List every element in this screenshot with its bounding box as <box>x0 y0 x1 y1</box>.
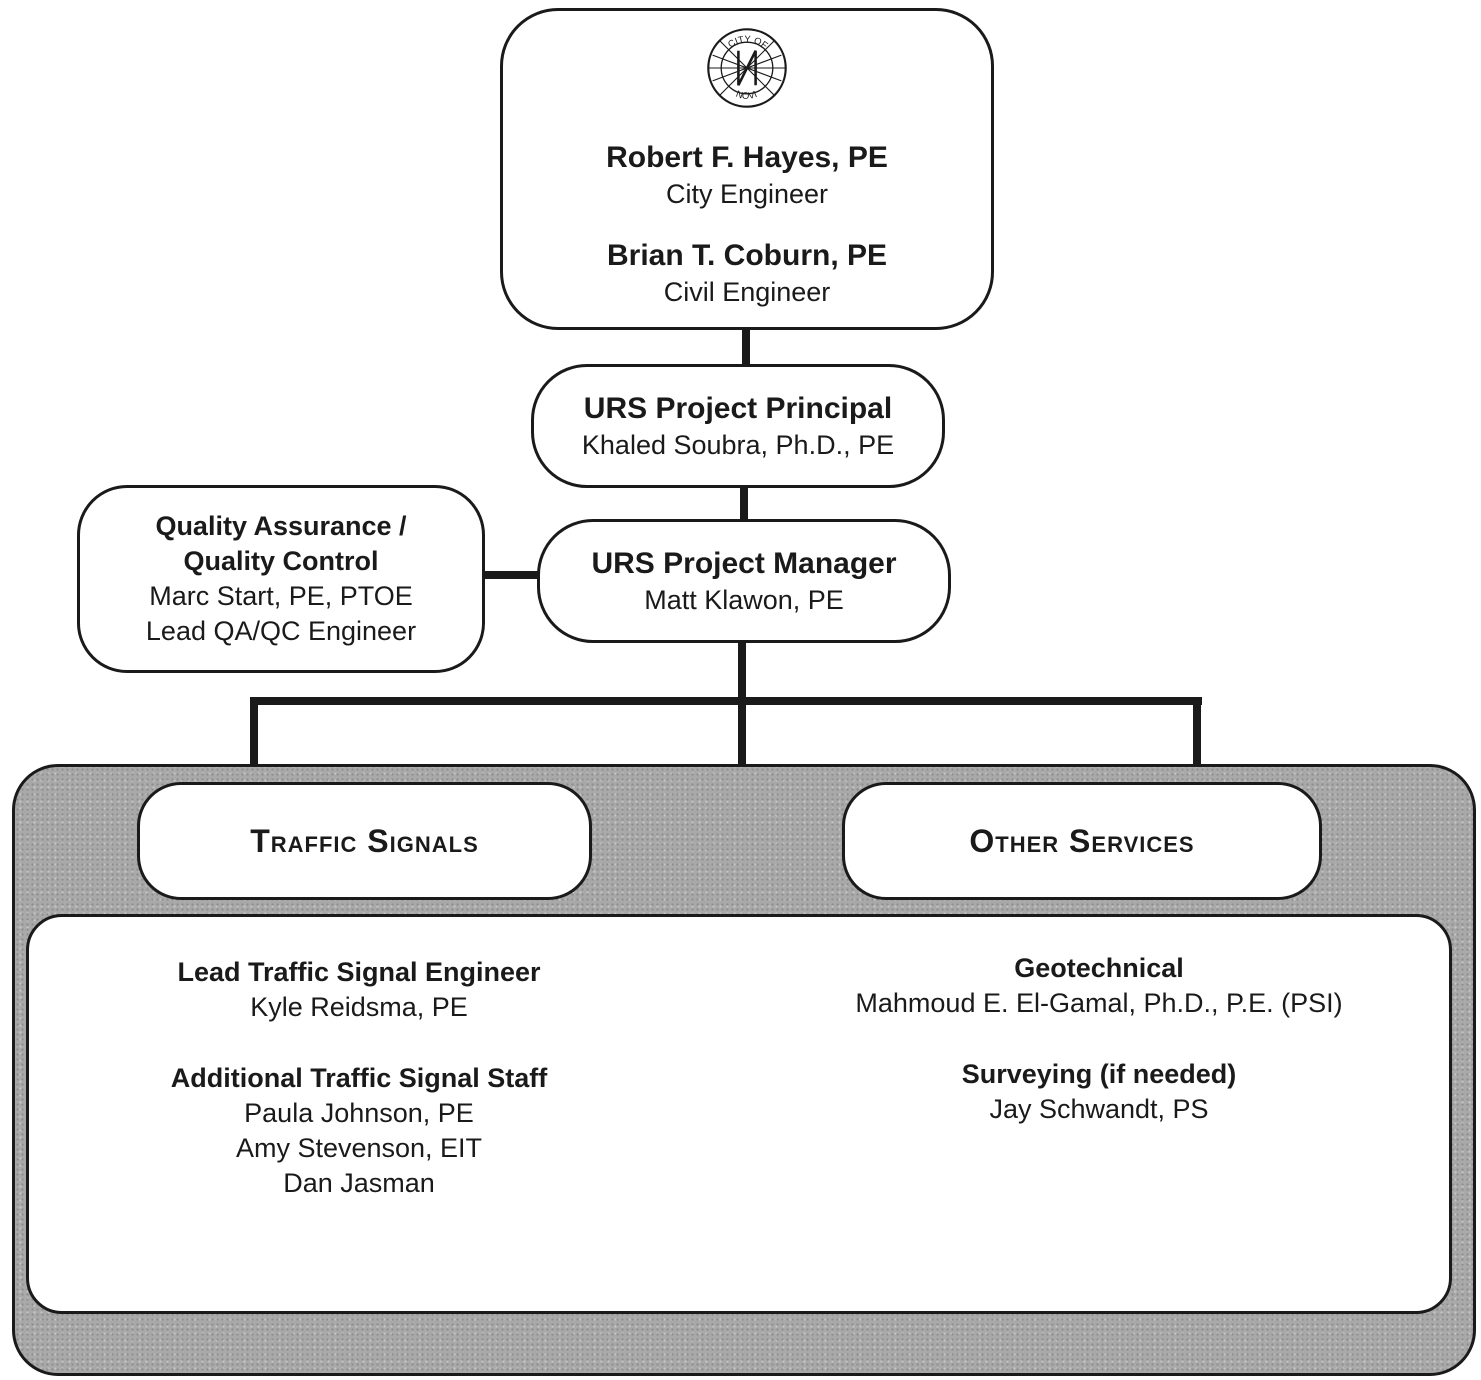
qa-qc-box: Quality Assurance / Quality Control Marc… <box>77 485 485 673</box>
city-engineer-box: CITY OF NOVI Robert F. Hayes, PE City En… <box>500 8 994 330</box>
other-services-column: Geotechnical Mahmoud E. El-Gamal, Ph.D.,… <box>799 951 1399 1127</box>
staff-title: Additional Traffic Signal Staff <box>170 1063 548 1093</box>
surveying-name: Jay Schwandt, PS <box>989 1094 1209 1124</box>
city-seal-icon: CITY OF NOVI <box>707 28 787 108</box>
person-role: City Engineer <box>665 179 829 209</box>
principal-name: Khaled Soubra, Ph.D., PE <box>581 430 895 460</box>
lead-engineer-name: Kyle Reidsma, PE <box>250 992 468 1022</box>
traffic-signals-header-label: Traffic Signals <box>250 822 479 859</box>
qa-title-line: Quality Control <box>183 546 379 576</box>
person-name: Robert F. Hayes, PE <box>606 141 888 174</box>
lead-engineer-title: Lead Traffic Signal Engineer <box>177 957 541 987</box>
svg-text:CITY OF: CITY OF <box>726 34 769 51</box>
geotechnical-name: Mahmoud E. El-Gamal, Ph.D., P.E. (PSI) <box>855 988 1343 1018</box>
services-content-box: Lead Traffic Signal Engineer Kyle Reidsm… <box>26 914 1452 1314</box>
geotechnical-title: Geotechnical <box>1014 953 1184 983</box>
svg-text:NOVI: NOVI <box>734 89 759 102</box>
person-name: Brian T. Coburn, PE <box>606 239 888 272</box>
manager-name: Matt Klawon, PE <box>644 585 844 615</box>
connector-branch-right <box>1193 697 1201 765</box>
traffic-signals-header: Traffic Signals <box>137 782 592 900</box>
manager-title: URS Project Manager <box>591 547 897 580</box>
connector-branch-left <box>250 697 258 765</box>
staff-member: Paula Johnson, PE <box>244 1098 474 1128</box>
surveying-title: Surveying (if needed) <box>961 1059 1237 1089</box>
seal-text-bottom: NOVI <box>734 89 759 102</box>
connector-principal-manager <box>740 486 748 521</box>
person-role: Civil Engineer <box>663 277 831 307</box>
project-principal-box: URS Project Principal Khaled Soubra, Ph.… <box>531 364 945 488</box>
connector-top-principal <box>742 328 750 366</box>
qa-role: Lead QA/QC Engineer <box>145 616 417 646</box>
qa-name: Marc Start, PE, PTOE <box>149 581 413 611</box>
staff-member: Dan Jasman <box>283 1168 435 1198</box>
staff-member: Amy Stevenson, EIT <box>235 1133 483 1163</box>
other-services-header: Other Services <box>842 782 1322 900</box>
other-services-header-label: Other Services <box>969 822 1195 859</box>
connector-qa-manager <box>483 571 539 579</box>
principal-title: URS Project Principal <box>583 392 893 425</box>
connector-branch-horizontal <box>250 697 1202 705</box>
project-manager-box: URS Project Manager Matt Klawon, PE <box>537 519 951 643</box>
seal-text-top: CITY OF <box>726 34 769 51</box>
traffic-signals-column: Lead Traffic Signal Engineer Kyle Reidsm… <box>69 955 649 1201</box>
qa-title-line: Quality Assurance / <box>155 511 407 541</box>
